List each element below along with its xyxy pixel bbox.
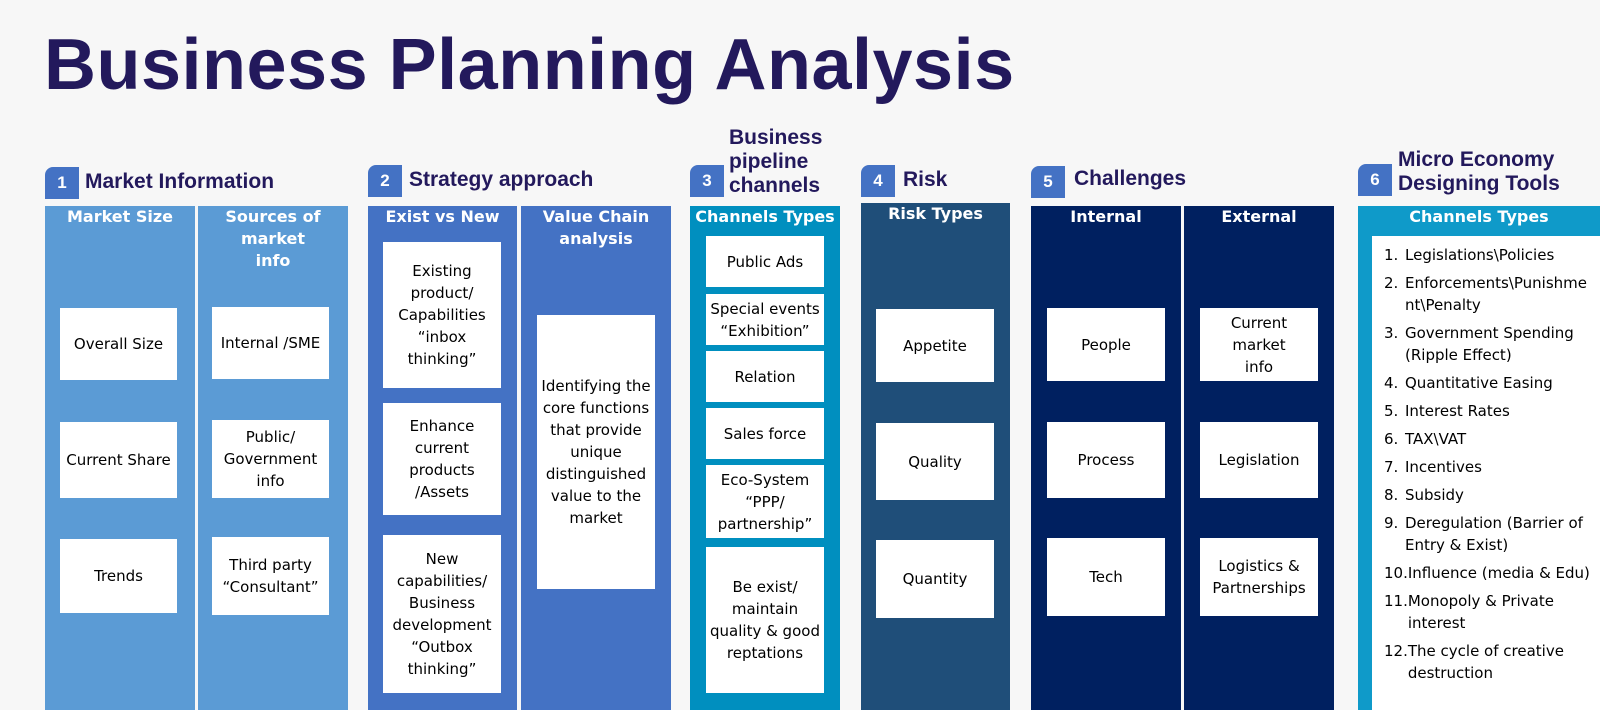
current-share-box: Current Share: [60, 422, 177, 498]
legislation-box: Legislation: [1200, 422, 1318, 498]
section-5-badge: 5: [1031, 166, 1065, 198]
value-chain-column: Value Chain analysis Identifying the cor…: [521, 206, 671, 710]
tech-box: Tech: [1047, 538, 1165, 616]
list-item: 9.Deregulation (Barrier of Entry & Exist…: [1384, 514, 1583, 554]
micro-economy-header: Channels Types: [1409, 207, 1549, 226]
list-item: 7.Incentives: [1384, 458, 1482, 476]
internal-sme-box: Internal /SME: [212, 307, 329, 379]
logistics-partnerships-box: Logistics & Partnerships: [1200, 538, 1318, 616]
list-item: 11.Monopoly & Private interest: [1384, 592, 1554, 632]
exist-vs-new-header: Exist vs New: [385, 207, 500, 226]
list-item: 4.Quantitative Easing: [1384, 374, 1553, 392]
third-party-consultant-box: Third party “Consultant”: [212, 537, 329, 615]
quality-box: Quality: [876, 423, 994, 500]
list-item: 2.Enforcements\Punishment\Penalty: [1384, 274, 1587, 314]
relation-box: Relation: [706, 351, 824, 402]
enhance-current-products-box: Enhance current products /Assets: [383, 403, 501, 515]
list-item: 3.Government Spending (Ripple Effect): [1384, 324, 1574, 364]
quantity-box: Quantity: [876, 540, 994, 618]
section-1-title: Market Information: [85, 170, 275, 193]
public-government-info-box: Public/ Government info: [212, 420, 329, 498]
eco-system-box: Eco-System “PPP/ partnership”: [706, 465, 824, 538]
overall-size-box: Overall Size: [60, 308, 177, 380]
quality-reputation-box: Be exist/ maintain quality & good reptat…: [706, 547, 824, 693]
trends-box: Trends: [60, 539, 177, 613]
value-chain-description-box: Identifying the core functions that prov…: [537, 315, 655, 589]
section-6-badge: 6: [1358, 164, 1392, 196]
exist-vs-new-column: Exist vs New Existing product/ Capabilit…: [368, 206, 517, 710]
current-market-info-box: Current market info: [1200, 308, 1318, 381]
list-item: 1.Legislations\Policies: [1384, 246, 1555, 264]
value-chain-header: Value Chain analysis: [542, 207, 650, 248]
risk-types-column: Risk Types Appetite Quality Quantity: [861, 203, 1010, 710]
existing-product-box: Existing product/ Capabilities “inbox th…: [383, 242, 501, 388]
market-sources-column: Sources of market info Internal /SME Pub…: [198, 206, 348, 710]
list-item: 5.Interest Rates: [1384, 402, 1510, 420]
section-5-title: Challenges: [1074, 167, 1187, 190]
new-capabilities-box: New capabilities/ Business development “…: [383, 535, 501, 693]
people-box: People: [1047, 308, 1165, 381]
market-sources-header: Sources of market info: [225, 207, 321, 270]
section-2-title: Strategy approach: [409, 168, 594, 191]
section-6-title: Micro Economy Designing Tools: [1398, 148, 1560, 195]
section-3-badge: 3: [690, 165, 724, 197]
list-item: 10.Influence (media & Edu): [1384, 564, 1590, 582]
external-challenges-header: External: [1221, 207, 1297, 226]
micro-economy-column: Channels Types 1.Legislations\Policies 2…: [1358, 206, 1600, 710]
public-ads-box: Public Ads: [706, 236, 824, 287]
pipeline-channels-column: Channels Types Public Ads Special events…: [690, 206, 840, 710]
pipeline-channels-header: Channels Types: [695, 207, 835, 226]
list-item: 12.The cycle of creative destruction: [1384, 642, 1564, 682]
page-title: Business Planning Analysis: [44, 25, 1015, 105]
process-box: Process: [1047, 422, 1165, 498]
sales-force-box: Sales force: [706, 408, 824, 459]
market-size-column: Market Size Overall Size Current Share T…: [45, 206, 195, 710]
special-events-box: Special events “Exhibition”: [706, 294, 824, 345]
micro-economy-tools-list: 1.Legislations\Policies 2.Enforcements\P…: [1372, 236, 1600, 710]
external-challenges-column: External Current market info Legislation…: [1184, 206, 1334, 710]
market-size-header: Market Size: [66, 207, 174, 226]
list-item: 6.TAX\VAT: [1384, 430, 1467, 448]
internal-challenges-column: Internal People Process Tech: [1031, 206, 1181, 710]
section-2-badge: 2: [368, 165, 402, 197]
appetite-box: Appetite: [876, 309, 994, 382]
section-1-badge: 1: [45, 167, 79, 199]
risk-types-header: Risk Types: [888, 204, 983, 223]
internal-challenges-header: Internal: [1070, 207, 1142, 226]
section-4-title: Risk: [903, 168, 948, 191]
section-3-title: Business pipeline channels: [729, 126, 823, 197]
list-item: 8.Subsidy: [1384, 486, 1464, 504]
section-4-badge: 4: [861, 165, 895, 197]
